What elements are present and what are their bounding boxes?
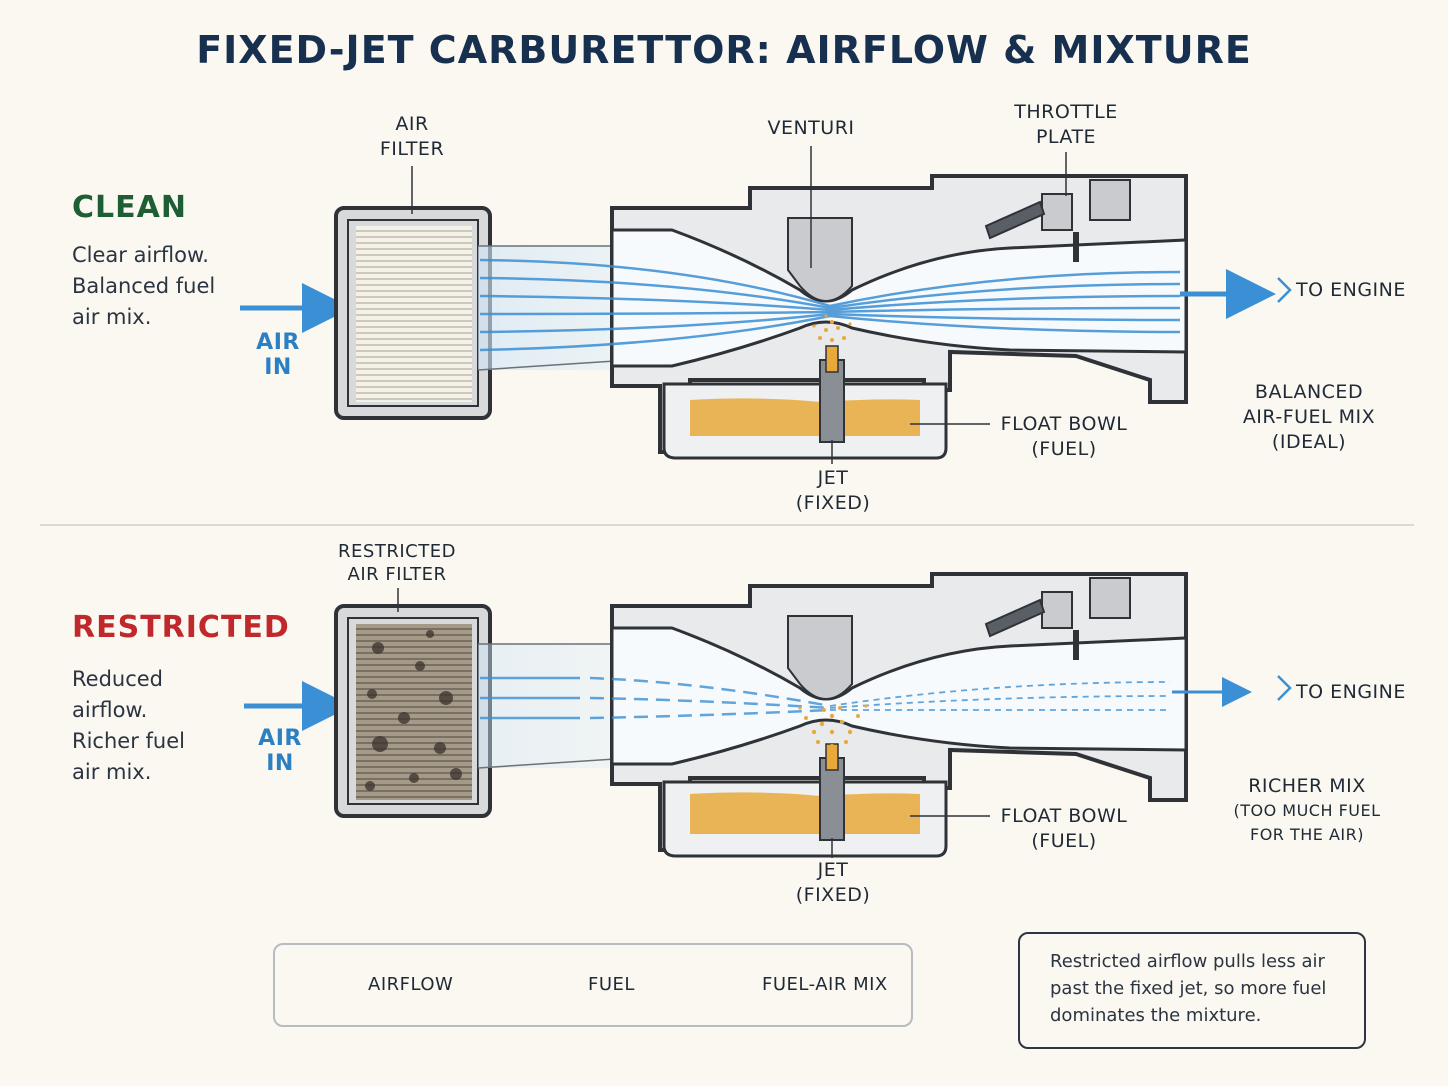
clean-air-filter [334,206,492,420]
restricted-result-label: RICHER MIX (TOO MUCH FUEL FOR THE AIR) [1233,775,1381,844]
restricted-jet-label: JET(FIXED) [795,859,871,906]
clean-float-bowl-label: FLOAT BOWL(FUEL) [1000,413,1128,460]
clean-carb-body [610,174,1188,460]
clean-to-engine-label: TO ENGINE [1296,279,1406,301]
clean-airflow-lines [479,258,1181,352]
restricted-desc-line: air mix. [72,760,152,784]
restricted-desc-line: Richer fuel [72,729,185,753]
restricted-air-filter [334,604,492,818]
venturi-label: VENTURI [767,117,855,139]
legend-airflow-label: AIRFLOW [368,974,454,995]
page-title: FIXED-JET CARBURETTOR: AIRFLOW & MIXTURE [196,28,1252,72]
restricted-to-engine-label: TO ENGINE [1296,681,1406,703]
restricted-airflow-lines [480,676,1171,720]
restricted-float-bowl-label: FLOAT BOWL(FUEL) [1000,805,1128,852]
legend-mix-label: FUEL-AIR MIX [762,974,888,995]
clean-description: Clear airflow. Balanced fuel air mix. [72,240,242,333]
restricted-desc-line: Reduced airflow. [72,667,164,722]
clean-desc-line: Balanced fuel [72,274,216,298]
clean-heading: CLEAN [72,190,187,225]
clean-jet-label: JET(FIXED) [795,467,871,514]
legend [273,943,913,1027]
clean-section [240,146,1292,464]
restricted-section [244,572,1292,858]
legend-fuel-label: FUEL [588,974,635,995]
restricted-description: Reduced airflow. Richer fuel air mix. [72,664,242,788]
restricted-heading: RESTRICTED [72,610,290,645]
clean-desc-line: air mix. [72,305,152,329]
clean-fuel-mist [812,314,852,342]
clean-desc-line: Clear airflow. [72,243,209,267]
restricted-fuel-mist [798,704,868,748]
